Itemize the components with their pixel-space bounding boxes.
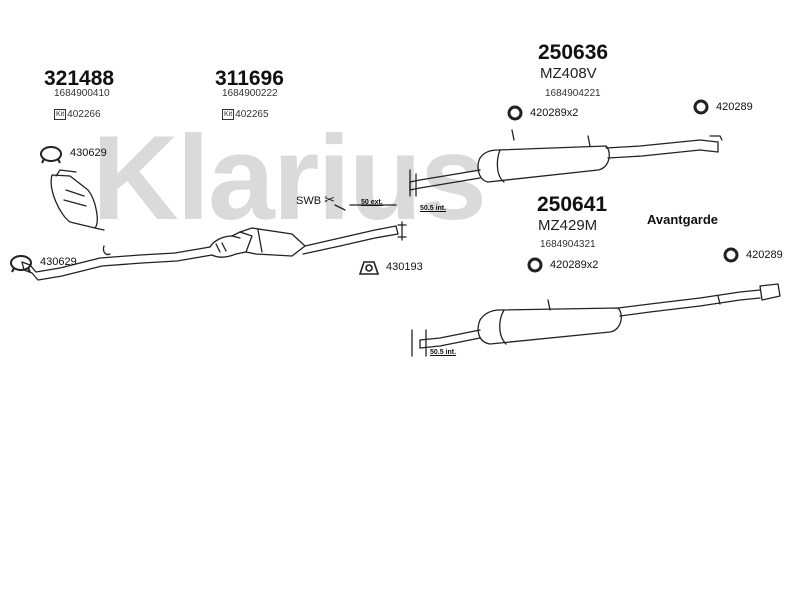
part-number-250641: 250641 [537,193,608,216]
dimension-label-50-5-int: 50.5 int. [430,349,457,356]
oe-number: 1684904321 [540,239,596,250]
rubber-hanger-icon [527,257,543,273]
kit-badge: Kit [222,109,235,120]
accessory-label-430629: 430629 [70,147,107,159]
dimension-label-50-5-int: 50.5 int. [420,205,447,212]
swb-text: SWB [296,195,322,207]
watermark-logo: Klarius [92,111,487,245]
front-catalyst-drawing [50,169,105,231]
swb-label: SWB ✂ [296,193,335,207]
front-pipe-drawing [21,225,399,281]
accessory-label-420289: 420289 [716,101,753,113]
front-pipe-dimension-marks [334,204,407,241]
rubber-hanger-icon [723,247,739,263]
kit-number: 402265 [235,108,269,120]
accessory-label-430193: 430193 [386,261,423,273]
accessory-label-430629: 430629 [40,256,77,268]
oe-number: 1684900222 [222,88,278,99]
oe-number: 1684900410 [54,88,110,99]
part-number-250636: 250636 [538,41,609,64]
accessory-label-420289: 420289 [746,249,783,261]
variant-label: Avantgarde [647,212,719,227]
dimension-label-50-ext: 50 ext. [361,199,383,206]
part-number-311696: 311696 [215,67,284,90]
clamp-ring-icon [10,255,32,273]
part-number-321488: 321488 [44,67,115,90]
oe-number: 1684904221 [545,88,601,99]
scissors-icon: ✂ [324,192,336,207]
kit-reference: Kit 402265 [222,109,269,120]
part-code: MZ408V [540,65,597,82]
clamp-ring-icon [40,146,62,164]
kit-number: 402266 [67,108,101,120]
rubber-hanger-icon [507,105,523,121]
rear-silencer-lower-drawing [411,283,781,357]
rear-silencer-upper-drawing [409,129,723,197]
kit-badge: Kit [54,109,67,120]
part-code: MZ429M [538,217,598,234]
mounting-bracket-icon [358,261,380,275]
rubber-hanger-icon [693,99,709,115]
accessory-label-420289x2: 420289x2 [530,107,579,119]
kit-reference: Kit 402266 [54,109,101,120]
accessory-label-420289x2: 420289x2 [550,259,599,271]
